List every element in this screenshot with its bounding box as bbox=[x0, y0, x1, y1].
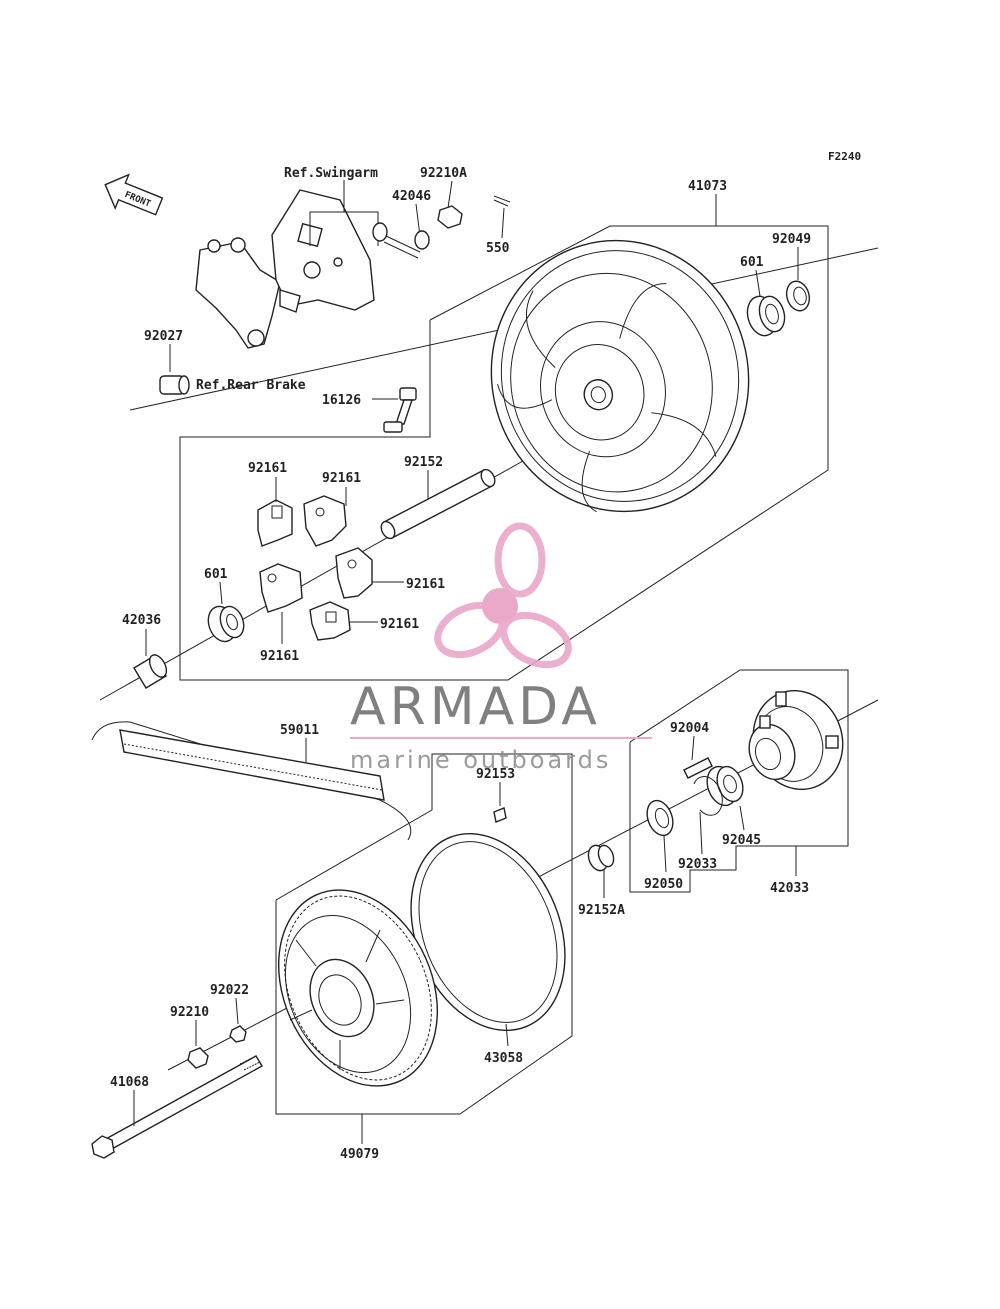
label-92161-b: 92161 bbox=[322, 471, 361, 486]
rear-wheel-41073 bbox=[490, 239, 750, 513]
label-59011: 59011 bbox=[280, 723, 319, 738]
leader-601-left bbox=[219, 581, 223, 605]
circlip-92033 bbox=[693, 776, 723, 816]
dampers-92161 bbox=[257, 495, 373, 641]
ref-swingarm-label: Ref.Swingarm bbox=[284, 166, 378, 181]
seal-92050 bbox=[646, 799, 674, 837]
ref-rear-brake-label: Ref.Rear Brake bbox=[196, 378, 306, 393]
wheel-group-outline bbox=[179, 225, 829, 681]
label-92022: 92022 bbox=[210, 983, 249, 998]
hub-42033 bbox=[748, 689, 844, 791]
leader-43058 bbox=[505, 1023, 509, 1047]
label-92161-d: 92161 bbox=[380, 617, 419, 632]
label-92033: 92033 bbox=[678, 857, 717, 872]
label-92161-c: 92161 bbox=[406, 577, 445, 592]
leader-92050 bbox=[663, 835, 667, 873]
figure-code: F2240 bbox=[828, 150, 861, 163]
label-92153: 92153 bbox=[476, 767, 515, 782]
label-92045: 92045 bbox=[722, 833, 761, 848]
swingarm-bracket bbox=[195, 189, 375, 349]
leader-550 bbox=[501, 207, 505, 239]
label-41068: 41068 bbox=[110, 1075, 149, 1090]
nut-92210 bbox=[187, 1047, 209, 1069]
axle-41068 bbox=[91, 1055, 263, 1159]
front-arrow-icon: FRONT bbox=[104, 173, 164, 216]
label-92161-e: 92161 bbox=[260, 649, 299, 664]
leader-92004 bbox=[691, 735, 695, 761]
label-550: 550 bbox=[486, 241, 510, 256]
leader-92210A bbox=[447, 180, 453, 209]
leader-92045 bbox=[739, 805, 745, 831]
leader-42046 bbox=[415, 203, 421, 237]
label-92027: 92027 bbox=[144, 329, 183, 344]
armada-logo-icon bbox=[434, 522, 572, 669]
bearing-601-top bbox=[746, 295, 786, 337]
seal-92049 bbox=[785, 280, 811, 312]
label-92161-a: 92161 bbox=[248, 461, 287, 476]
label-92210: 92210 bbox=[170, 1005, 209, 1020]
label-92049: 92049 bbox=[772, 232, 811, 247]
label-43058: 43058 bbox=[484, 1051, 523, 1066]
watermark-brand: ARMADA bbox=[350, 677, 601, 737]
label-92050: 92050 bbox=[644, 877, 683, 892]
leader-92033 bbox=[699, 811, 703, 855]
stud-92004 bbox=[683, 757, 713, 779]
sprocket-49079 bbox=[277, 889, 439, 1087]
drive-belt-59011 bbox=[91, 721, 412, 841]
collar-92152A bbox=[587, 844, 615, 872]
label-49079: 49079 bbox=[340, 1147, 379, 1162]
nut-92022 bbox=[229, 1025, 247, 1043]
leader-601-top bbox=[755, 269, 761, 297]
bolt-92153 bbox=[493, 807, 507, 823]
hub-group-outline bbox=[629, 669, 849, 893]
sprocket-group-outline bbox=[275, 753, 573, 1115]
label-16126: 16126 bbox=[322, 393, 361, 408]
label-42046: 42046 bbox=[392, 189, 431, 204]
collar-42036 bbox=[133, 654, 168, 689]
label-601-top: 601 bbox=[740, 255, 764, 270]
nut-92210A bbox=[437, 205, 463, 229]
spacer-92152 bbox=[380, 468, 496, 540]
cotter-pin-550 bbox=[493, 195, 511, 207]
label-92152: 92152 bbox=[404, 455, 443, 470]
adjuster-bolt bbox=[372, 222, 421, 259]
label-92210A: 92210A bbox=[420, 166, 467, 181]
label-42036: 42036 bbox=[122, 613, 161, 628]
watermark-tagline: marine outboards bbox=[350, 746, 611, 774]
leader-92022 bbox=[235, 997, 239, 1025]
valve-16126 bbox=[383, 387, 417, 433]
label-42033: 42033 bbox=[770, 881, 809, 896]
label-92004: 92004 bbox=[670, 721, 709, 736]
washer-42046 bbox=[414, 230, 430, 250]
label-92152A: 92152A bbox=[578, 903, 625, 918]
bearing-601-left bbox=[207, 605, 245, 643]
label-601-left: 601 bbox=[204, 567, 228, 582]
collar-92027 bbox=[159, 375, 190, 395]
label-41073: 41073 bbox=[688, 179, 727, 194]
bearing-92045 bbox=[706, 765, 744, 807]
